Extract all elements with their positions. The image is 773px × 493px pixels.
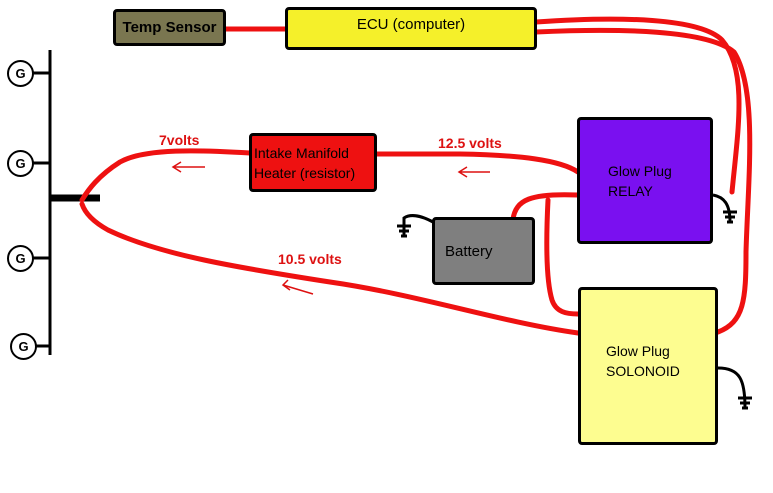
relay-ground-icon [712, 193, 737, 224]
glow-plug-3: G [7, 245, 34, 272]
ecu-label: ECU (computer) [356, 16, 466, 33]
glow-plug-relay-box: Glow Plug RELAY [577, 117, 713, 244]
solenoid-label-line1: Glow Plug [606, 343, 670, 359]
intake-manifold-heater-box: Intake Manifold Heater (resistor) [249, 133, 377, 192]
battery-box: Battery [432, 217, 535, 285]
voltage-label-solenoid: 10.5 volts [278, 251, 342, 267]
glow-plug-label: G [15, 66, 26, 81]
wire-manifold-bus [79, 148, 253, 203]
glow-plug-solenoid-box: Glow Plug SOLONOID [578, 287, 718, 445]
battery-label: Battery [445, 242, 493, 260]
glow-plug-label: G [18, 339, 29, 354]
relay-label-line2: RELAY [608, 182, 653, 199]
glow-plug-label: G [15, 251, 26, 266]
glow-plug-1: G [7, 60, 34, 87]
voltage-label-manifold: 7volts [159, 132, 200, 148]
wire-relay-solenoid [544, 197, 581, 317]
solenoid-label-line2: SOLONOID [606, 363, 680, 379]
glow-plug-4: G [10, 333, 37, 360]
temp-sensor-label: Temp Sensor [122, 19, 217, 36]
wire-ecu-solenoid [533, 27, 753, 335]
manifold-label-line1: Intake Manifold [254, 144, 349, 161]
wire-ecu-relay [533, 16, 742, 195]
current-arrow-icon [171, 161, 205, 173]
wire-relay-manifold [374, 151, 581, 175]
ecu-box: ECU (computer) [285, 7, 537, 50]
glow-plug-2: G [7, 150, 34, 177]
wire-solenoid-bus [79, 201, 581, 336]
solenoid-ground-icon [717, 366, 752, 410]
current-arrow-icon [457, 166, 490, 178]
wire-battery-relay [510, 192, 581, 222]
relay-label-line1: Glow Plug [608, 162, 672, 179]
temp-sensor-box: Temp Sensor [113, 9, 226, 46]
battery-ground-icon [397, 214, 434, 238]
manifold-label-line2: Heater (resistor) [254, 164, 356, 181]
voltage-label-relay: 12.5 volts [438, 135, 502, 151]
current-arrow-icon [281, 279, 314, 295]
glow-plug-label: G [15, 156, 26, 171]
